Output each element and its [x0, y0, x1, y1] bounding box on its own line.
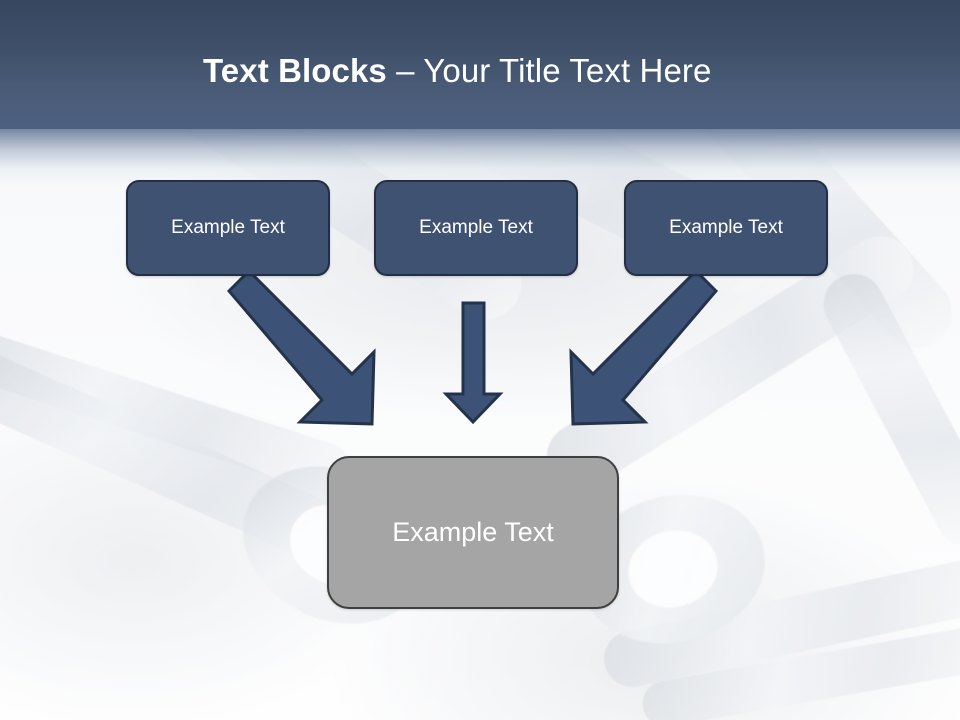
page-title: Text Blocks – Your Title Text Here — [203, 50, 711, 92]
text-block-label: Example Text — [171, 217, 285, 238]
text-block-label: Example Text — [669, 217, 783, 238]
result-block-box[interactable]: Example Text — [327, 456, 619, 609]
page-title-light: Your Title Text Here — [423, 52, 712, 89]
text-block-box-1[interactable]: Example Text — [126, 180, 330, 276]
result-block-label: Example Text — [392, 517, 554, 547]
text-block-label: Example Text — [419, 217, 533, 238]
text-block-box-2[interactable]: Example Text — [374, 180, 578, 276]
text-block-box-3[interactable]: Example Text — [624, 180, 828, 276]
header-band — [0, 0, 960, 129]
page-title-separator: – — [386, 52, 424, 89]
page-title-bold: Text Blocks — [203, 52, 387, 89]
